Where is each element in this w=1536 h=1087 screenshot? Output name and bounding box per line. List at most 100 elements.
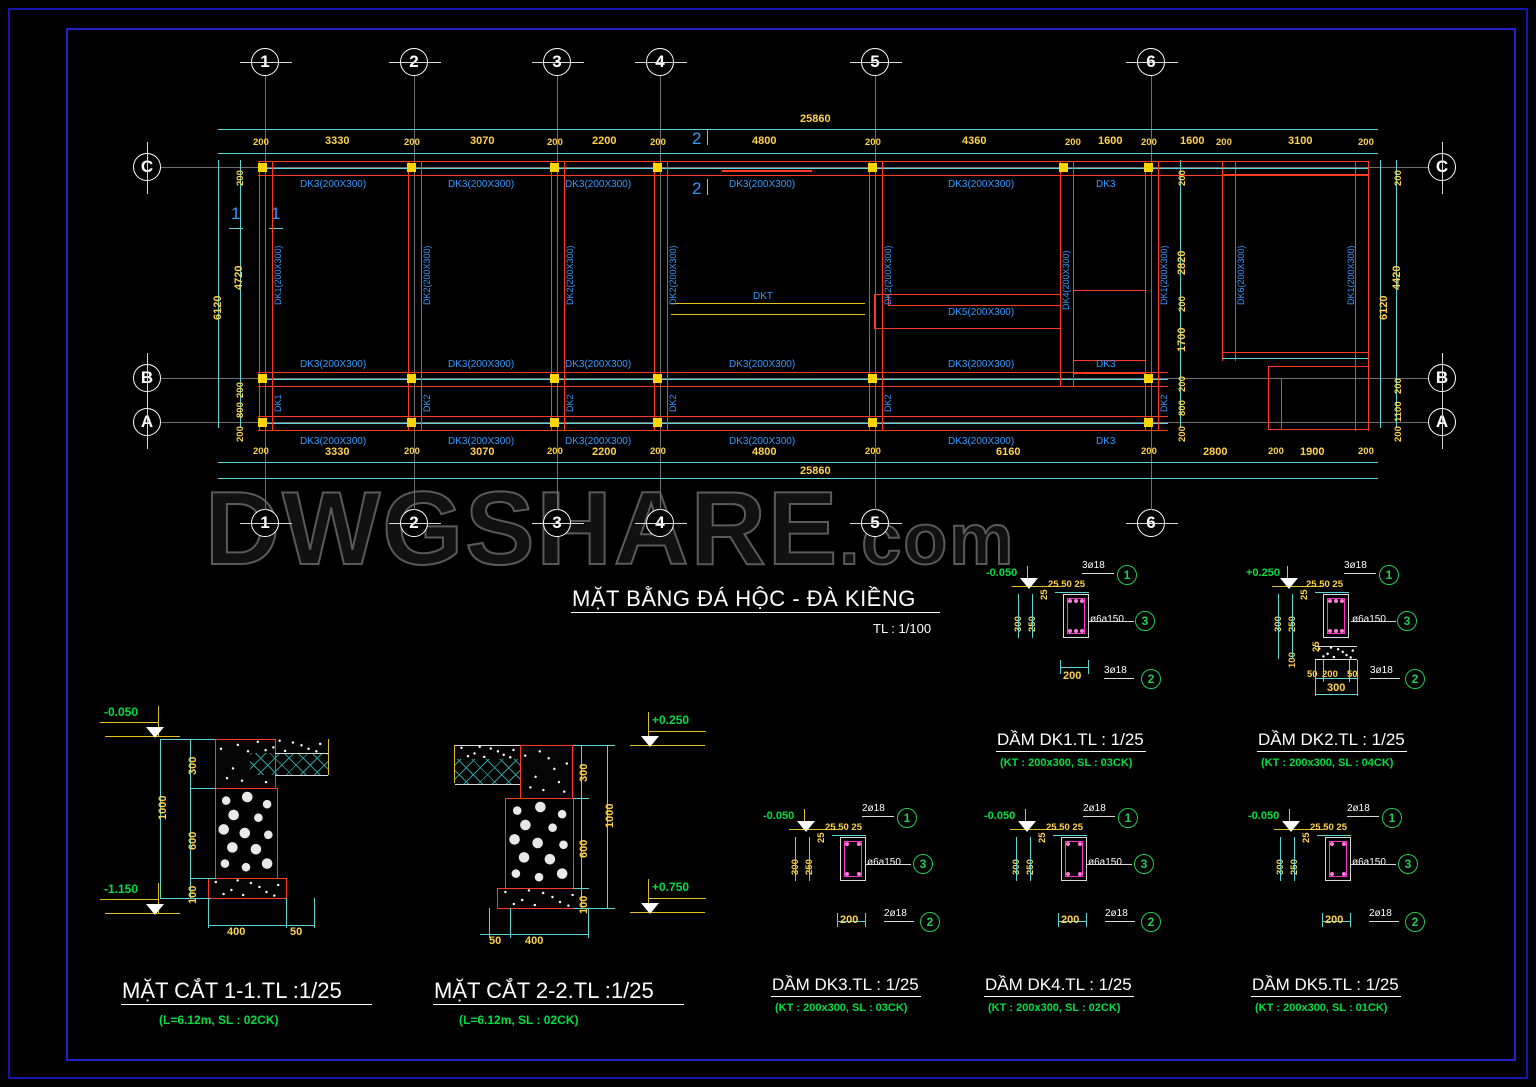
dim-line <box>832 835 866 836</box>
dim-bot-14: 200 <box>1358 446 1374 457</box>
dim-line-width <box>1058 921 1086 922</box>
level-leader <box>1289 809 1290 829</box>
callout-label: 1 <box>903 811 911 825</box>
leader <box>1105 921 1135 922</box>
callout-3[interactable]: 3 <box>1134 854 1154 874</box>
section-dim-600: 600 <box>578 839 590 858</box>
cover-top-chain: 25 50 25 <box>1310 822 1347 833</box>
rebar-dot <box>1080 629 1084 633</box>
section-cut-line <box>722 170 812 172</box>
rebar-cage <box>1329 841 1347 877</box>
callout-1[interactable]: 1 <box>1117 565 1137 585</box>
dim-line <box>1018 594 1019 638</box>
beam-label-dk3-short: DK3 <box>1096 359 1116 370</box>
leader <box>866 864 911 865</box>
section-1-1-subtitle: (L=6.12m, SL : 02CK) <box>159 1013 279 1027</box>
rebar-dot <box>1330 872 1334 876</box>
beam-label-dk1: DK1(200X300) <box>1159 245 1169 305</box>
rebar-dot <box>857 872 861 876</box>
beam-outline <box>1061 837 1087 881</box>
dim-bot-4: 200 <box>547 446 563 457</box>
concrete-hatch <box>520 745 572 798</box>
callout-2[interactable]: 2 <box>1405 912 1425 932</box>
outline <box>215 739 276 740</box>
dim-line <box>160 739 161 898</box>
column-node <box>1144 418 1153 427</box>
dim-ext <box>489 908 490 938</box>
beam-outline <box>840 837 866 881</box>
level-triangle-top <box>641 736 659 747</box>
stirrup-label: ø6a150 <box>1090 614 1124 625</box>
dim-right-4: 200 <box>1393 426 1404 442</box>
section-mark-2-bottom[interactable]: 2 <box>692 179 702 198</box>
callout-1[interactable]: 1 <box>1118 808 1138 828</box>
rebar-dot <box>1080 599 1084 603</box>
beam-line <box>1073 360 1145 361</box>
beam-label-dkt: DKT <box>753 291 773 302</box>
leader <box>862 816 894 817</box>
dk1-subtitle: (KT : 200x300, SL : 03CK) <box>1000 757 1133 769</box>
dim-mr-4: 200 <box>1177 376 1188 392</box>
rebar-dot <box>1074 629 1078 633</box>
section-dim-50: 50 <box>489 935 502 947</box>
callout-1[interactable]: 1 <box>897 808 917 828</box>
stirrup-label: ø6a150 <box>1352 614 1386 625</box>
grid-tick <box>635 523 687 524</box>
outline <box>520 745 521 798</box>
callout-3[interactable]: 3 <box>1135 611 1155 631</box>
width-chain-50a: 50 <box>1307 669 1318 680</box>
dim-ext <box>1323 660 1324 682</box>
callout-3[interactable]: 3 <box>1397 611 1417 631</box>
dim-top-5: 2200 <box>592 135 617 147</box>
level-triangle-top <box>146 727 164 738</box>
dk4-subtitle: (KT : 200x300, SL : 02CK) <box>988 1002 1121 1014</box>
dim-left-1: 4720 <box>233 265 245 290</box>
section-mark-1-right[interactable]: 1 <box>271 204 281 223</box>
callout-2[interactable]: 2 <box>1141 669 1161 689</box>
beam-line <box>258 161 1368 162</box>
section-1-1-title-underline <box>121 1004 372 1005</box>
callout-2[interactable]: 2 <box>1405 669 1425 689</box>
column-node <box>868 163 877 172</box>
section-mark-2-top[interactable]: 2 <box>692 129 702 148</box>
dim-ext <box>588 908 589 938</box>
dk3-title-underline <box>771 996 921 997</box>
top-bar-label: 3ø18 <box>1344 560 1367 571</box>
outline <box>215 788 216 878</box>
level-leader <box>100 722 158 723</box>
level-label: +0.250 <box>1246 567 1280 579</box>
dim-top-11: 1600 <box>1098 135 1123 147</box>
section-2-2-title: MẶT CẮT 2-2.TL :1/25 <box>434 978 654 1003</box>
callout-3[interactable]: 3 <box>913 854 933 874</box>
callout-2[interactable]: 2 <box>920 912 940 932</box>
callout-3[interactable]: 3 <box>1398 854 1418 874</box>
dim-overall-bottom: 25860 <box>800 465 831 477</box>
outline <box>208 898 286 899</box>
beam-line <box>874 328 1060 329</box>
rebar-dot <box>845 842 849 846</box>
dim-ext <box>190 788 216 789</box>
dkt-line <box>671 303 865 304</box>
bottom-bar-label: 3ø18 <box>1104 665 1127 676</box>
concrete-hatch-slab <box>250 739 328 753</box>
callout-1[interactable]: 1 <box>1379 565 1399 585</box>
callout-1[interactable]: 1 <box>1382 808 1402 828</box>
beam-label-dk3: DK3(200X300) <box>300 179 367 190</box>
callout-2[interactable]: 2 <box>1141 912 1161 932</box>
cover-top-chain: 25 50 25 <box>825 822 862 833</box>
dim-top-0: 200 <box>253 137 269 148</box>
callout-label: 2 <box>1147 915 1155 929</box>
section-mark-1-left[interactable]: 1 <box>231 204 241 223</box>
dim-overall-top: 25860 <box>800 113 831 125</box>
column-node <box>550 163 559 172</box>
dim-line-width <box>1315 678 1357 679</box>
dim-line <box>1032 594 1033 638</box>
width-dim: 200 <box>1061 914 1080 926</box>
plan-scale: TL : 1/100 <box>873 621 932 636</box>
dim-left-4: 200 <box>235 426 246 442</box>
dim-line <box>1030 837 1031 881</box>
bottom-bar-label: 2ø18 <box>1369 908 1392 919</box>
dk4-title: DẦM DK4.TL : 1/25 <box>985 975 1132 994</box>
stirrup-label: ø6a150 <box>1352 857 1386 868</box>
dim-bot-1: 3330 <box>325 446 350 458</box>
